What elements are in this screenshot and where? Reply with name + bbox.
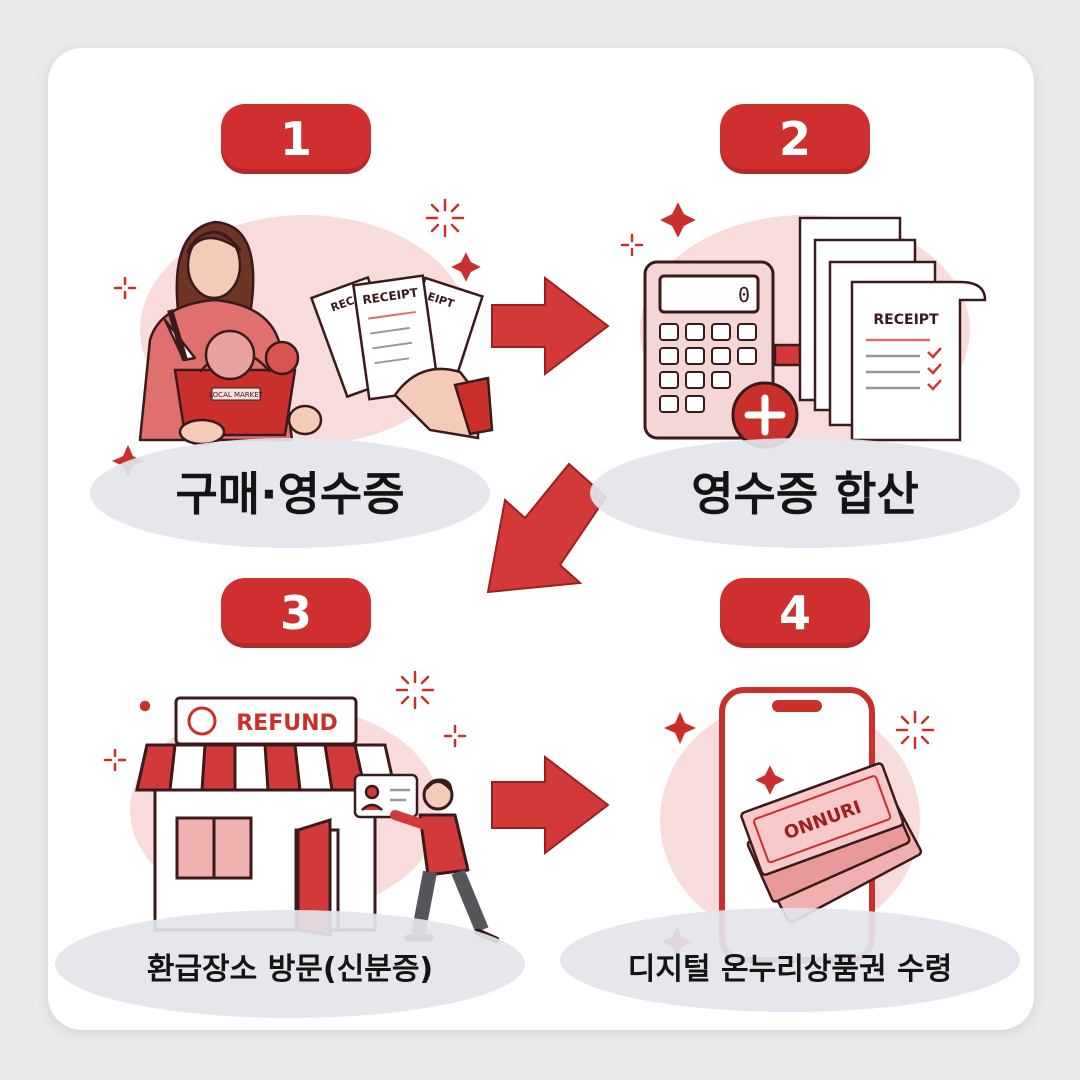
step-badge-4: 4 <box>720 578 870 648</box>
step-badge-3: 3 <box>221 578 371 648</box>
calculator-display: 0 <box>738 283 750 307</box>
step1-label-backdrop <box>90 438 490 548</box>
sparkle-icon <box>660 202 696 238</box>
sparkle-icon <box>395 670 435 710</box>
step4-label: 디지털 온누리상품권 수령 <box>627 952 953 987</box>
step2-label: 영수증 합산 <box>691 467 919 521</box>
step1-label: 구매·영수증 <box>175 467 405 521</box>
sparkle-icon <box>113 276 137 300</box>
calculator: 0 <box>643 260 775 440</box>
step2-label-backdrop <box>590 438 1020 548</box>
sparkle-icon <box>103 748 127 772</box>
bag-label: LOCAL MARKET <box>209 391 264 399</box>
checkmark-icon <box>927 347 942 391</box>
receipt-main-title: RECEIPT <box>873 312 939 328</box>
step3-label-backdrop <box>55 910 525 1018</box>
step4-label-backdrop <box>560 908 1020 1012</box>
sparkle-icon <box>443 724 467 748</box>
voucher-stack: ONNURI <box>740 762 923 924</box>
arrow-right-icon <box>491 275 610 377</box>
sparkle-icon <box>425 198 465 238</box>
sparkle-icon <box>620 233 644 257</box>
calculator-keys <box>659 323 757 413</box>
step-badge-1: 1 <box>221 104 371 174</box>
receipt-stack: RECEIPT <box>798 216 987 442</box>
step-badge-2: 2 <box>720 104 870 174</box>
sparkle-icon <box>895 710 935 750</box>
id-card <box>353 773 419 819</box>
arrow-right-icon <box>491 754 610 856</box>
sparkle-icon <box>663 711 697 745</box>
refund-sign-text: REFUND <box>236 711 338 736</box>
arrow-down-left-icon <box>486 462 608 594</box>
sparkle-icon <box>755 765 785 795</box>
step3-label: 환급장소 방문(신분증) <box>146 952 434 987</box>
receipts-fan: RECS EIPT RECEIPT <box>309 274 494 440</box>
sparkle-icon <box>139 700 151 712</box>
sparkle-icon <box>451 252 481 282</box>
store-building: REFUND <box>135 696 397 937</box>
grocery-bag: LOCAL MARKET <box>167 309 323 446</box>
